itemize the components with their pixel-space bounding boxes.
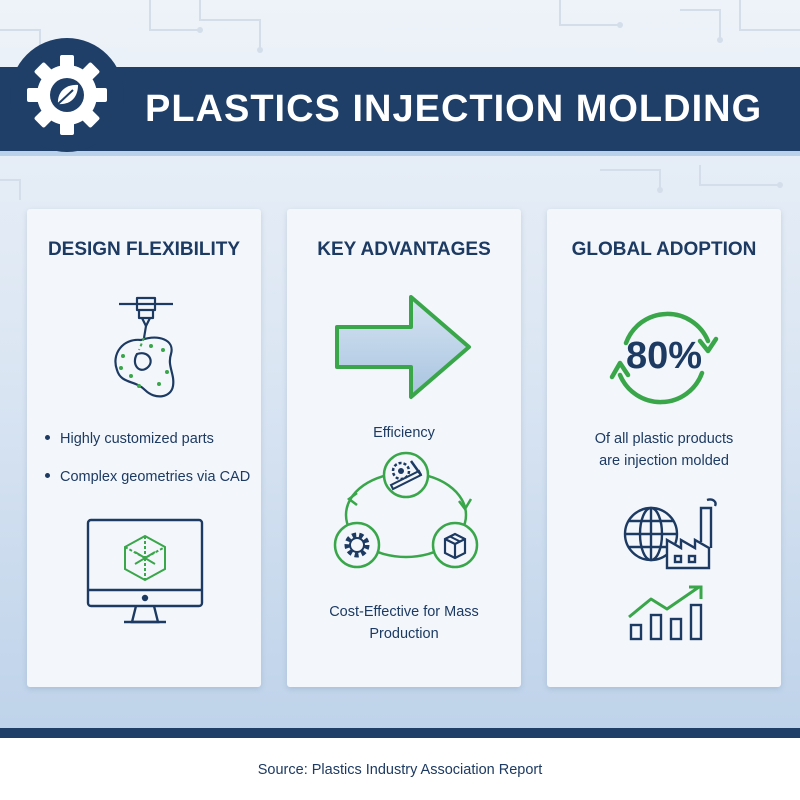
- adoption-stat: 80%: [625, 335, 703, 377]
- card-title: DESIGN FLEXIBILITY: [47, 239, 241, 260]
- stat-text-line1: Of all plastic products: [594, 431, 734, 447]
- gear-icon: [333, 521, 381, 569]
- globe-factory-icon: [623, 498, 717, 570]
- gear-leaf-icon: [27, 55, 107, 135]
- card-global-adoption: GLOBAL ADOPTION 80% Of all plastic produ…: [547, 209, 781, 687]
- box-icon: [431, 521, 479, 569]
- page-title: PLASTICS INJECTION MOLDING: [145, 88, 763, 130]
- cycle-arrows-icon: [609, 311, 719, 405]
- computer-monitor-cube-icon: [86, 518, 204, 624]
- right-arrow-icon: [335, 295, 471, 399]
- header-banner: PLASTICS INJECTION MOLDING: [0, 67, 800, 151]
- gears-ruler-icon: [382, 451, 430, 499]
- cost-label-line1: Cost-Effective for Mass: [329, 604, 479, 620]
- 3d-printer-nozzle-icon: [114, 296, 175, 398]
- efficiency-label: Efficiency: [373, 425, 435, 441]
- bullet-item: Highly customized parts: [45, 431, 214, 447]
- source-note: Source: Plastics Industry Association Re…: [257, 762, 543, 778]
- card-design-flexibility: DESIGN FLEXIBILITY Highly customized par…: [27, 209, 261, 687]
- card-title: KEY ADVANTAGES: [317, 239, 491, 260]
- stat-text-line2: are injection molded: [599, 453, 729, 469]
- logo: [10, 38, 124, 152]
- banner-underline: [0, 151, 800, 156]
- card-title: GLOBAL ADOPTION: [571, 239, 757, 260]
- growth-chart-icon: [628, 585, 703, 641]
- footer-bar: [0, 728, 800, 738]
- process-cycle-diagram: [333, 451, 479, 569]
- card-key-advantages: KEY ADVANTAGES Efficiency: [287, 209, 521, 687]
- footer: Source: Plastics Industry Association Re…: [0, 738, 800, 800]
- bullet-item: Complex geometries via CAD: [45, 469, 250, 485]
- cost-label-line2: Production: [369, 626, 439, 642]
